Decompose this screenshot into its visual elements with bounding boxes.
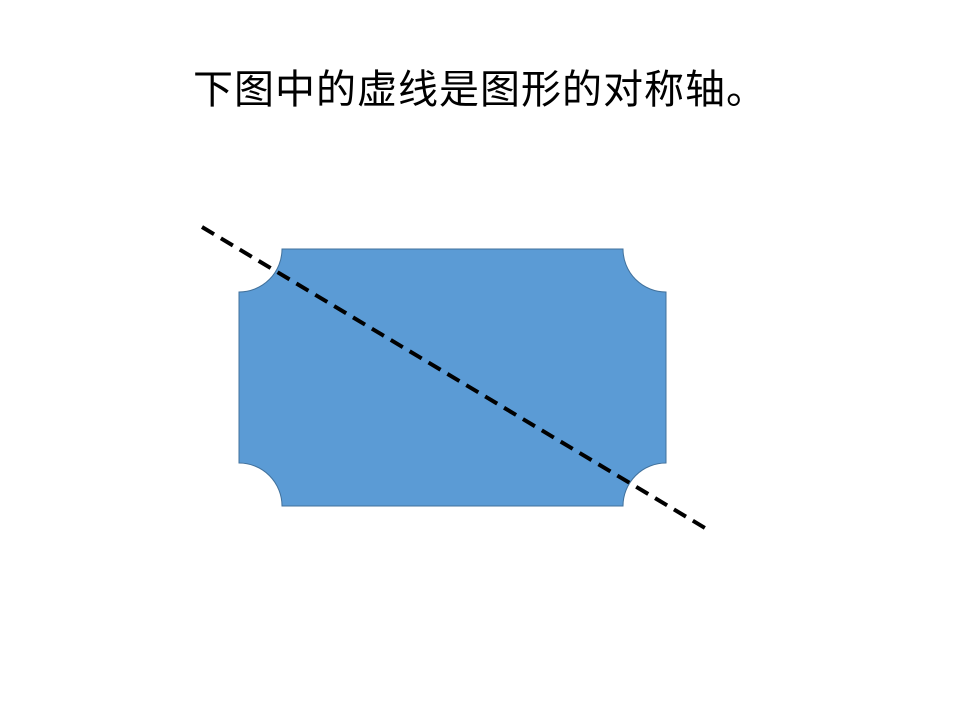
- symmetry-axis-dashed-line: [200, 225, 707, 530]
- page-title: 下图中的虚线是图形的对称轴。: [193, 67, 767, 113]
